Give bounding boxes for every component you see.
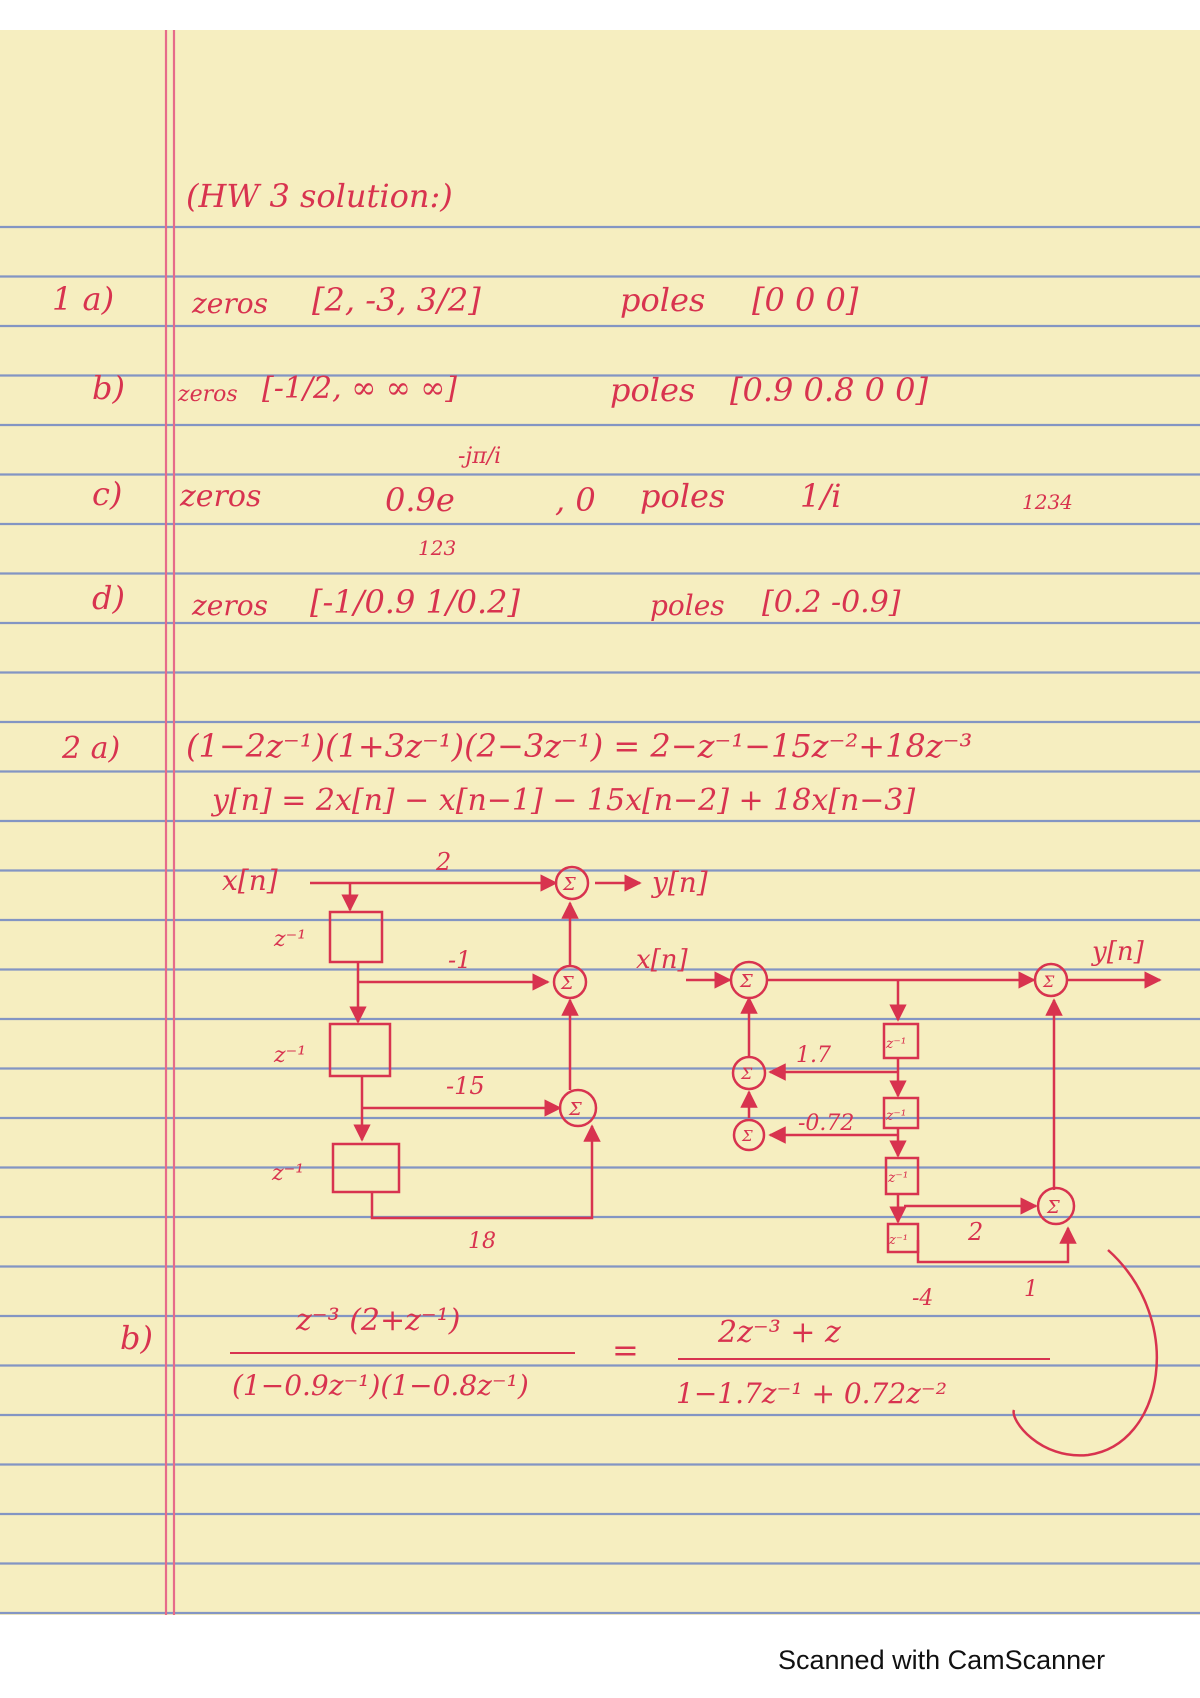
q1a-zeros: [2, -3, 3/2] <box>312 281 481 319</box>
q2a-label: 2 a) <box>62 731 121 766</box>
q1c-zeros-tail: , 0 <box>555 481 596 519</box>
q1c-label: c) <box>92 475 123 513</box>
notebook-paper <box>0 30 1200 1615</box>
q1b-label: b) <box>92 369 125 407</box>
q1a-label: 1 a) <box>52 280 115 318</box>
q1b-poles: [0.9 0.8 0 0] <box>730 371 928 409</box>
q1d-label: d) <box>92 579 125 617</box>
q2b-lhs-numerator: z⁻³ (2+z⁻¹) <box>296 1303 461 1338</box>
page-title: (HW 3 solution:) <box>186 177 453 215</box>
q1a-zeros-word: zeros <box>192 287 268 320</box>
q1d-zeros-word: zeros <box>192 589 268 622</box>
q1c-zeros-word: zeros <box>180 479 262 514</box>
q2b-lhs-denominator: (1−0.9z⁻¹)(1−0.8z⁻¹) <box>232 1369 529 1402</box>
q2b-lhs-fraction-bar <box>230 1352 575 1354</box>
q2b-rhs-fraction-bar <box>678 1358 1050 1360</box>
q1b-zeros: [-1/2, ∞ ∞ ∞] <box>262 371 457 406</box>
q2b-rhs-denominator: 1−1.7z⁻¹ + 0.72z⁻² <box>676 1377 947 1410</box>
q1c-zeros-exponent: -jπ/i <box>458 444 502 469</box>
ruled-lines <box>0 30 1200 1615</box>
scanner-watermark: Scanned with CamScanner <box>778 1645 1106 1675</box>
q1c-note-below: 123 <box>418 536 457 560</box>
q1d-zeros: [-1/0.9 1/0.2] <box>310 583 521 621</box>
q1a-poles: [0 0 0] <box>752 281 859 319</box>
q2b-label: b) <box>120 1319 153 1357</box>
q2b-rhs-numerator: 2z⁻³ + z <box>718 1315 841 1350</box>
q1c-poles-word: poles <box>640 477 726 515</box>
q1c-zeros: 0.9e <box>385 481 455 519</box>
q2a-equation-2: y[n] = 2x[n] − x[n−1] − 15x[n−2] + 18x[n… <box>212 783 916 818</box>
q1c-note: 1234 <box>1022 490 1073 514</box>
q1d-poles-word: poles <box>650 589 725 622</box>
q1a-poles-word: poles <box>620 281 706 319</box>
q1d-poles: [0.2 -0.9] <box>762 585 901 620</box>
q1b-poles-word: poles <box>610 371 696 409</box>
q1b-zeros-word: zeros <box>178 382 238 407</box>
q2a-equation-1: (1−2z⁻¹)(1+3z⁻¹)(2−3z⁻¹) = 2−z⁻¹−15z⁻²+1… <box>186 727 973 765</box>
q1c-poles: 1/i <box>800 477 842 515</box>
q2b-equals: = <box>612 1331 639 1369</box>
